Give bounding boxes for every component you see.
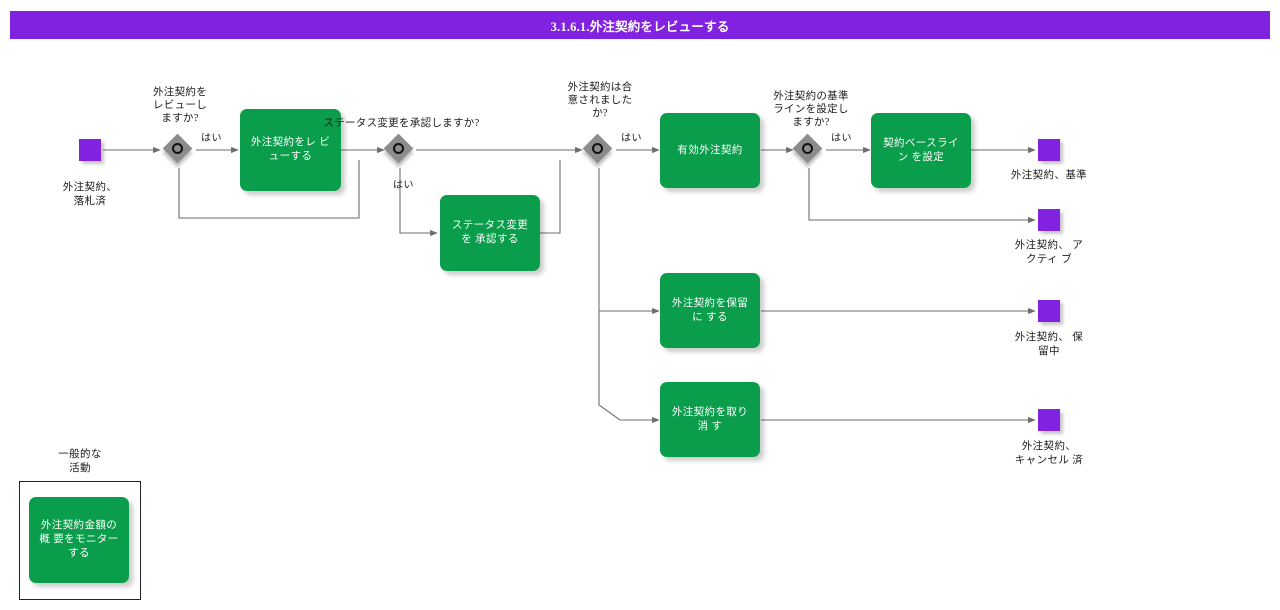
edge-label-agreed-yes: はい <box>621 133 642 144</box>
end-node-contract-baseline[interactable] <box>1038 139 1060 161</box>
page-title: 3.1.6.1.外注契約をレビューする <box>550 19 730 34</box>
activity-cancel-contract-label: 外注契約を取り消 す <box>671 406 749 432</box>
start-node-contract-awarded[interactable] <box>79 139 101 161</box>
edge-label-approve-status-yes: はい <box>393 180 414 191</box>
activity-monitor-contract-amount[interactable]: 外注契約金額の概 要をモニターする <box>29 497 129 583</box>
edge-approve-decision-yes <box>399 168 438 237</box>
page-title-bar: 3.1.6.1.外注契約をレビューする <box>10 11 1270 39</box>
activity-hold-contract-label: 外注契約を保留に する <box>671 297 749 323</box>
end-node-contract-hold[interactable] <box>1038 300 1060 322</box>
activity-review-contract[interactable]: 外注契約をレ ビューする <box>240 109 341 191</box>
activity-approve-status-change-label: ステータス変更を 承認する <box>451 220 529 245</box>
activity-active-contract-label: 有効外注契約 <box>677 144 743 156</box>
decision-agreed[interactable] <box>582 133 614 165</box>
generic-activities-title: 一般的な 活動 <box>58 449 102 474</box>
decision-review[interactable] <box>162 133 194 165</box>
decision-agreed-question: 外注契約は合 意されました か? <box>567 82 633 119</box>
activity-monitor-contract-amount-label: 外注契約金額の概 要をモニターする <box>39 520 119 559</box>
decision-approve-status[interactable] <box>383 133 415 165</box>
end-node-contract-cancelled-label: 外注契約、 キャンセル 済 <box>1014 441 1084 466</box>
edge-agreed-to-cancel <box>598 311 660 424</box>
decision-approve-status-question: ステータス変更を承認しますか? <box>323 118 480 129</box>
activity-set-baseline-label: 契約ベースライン を設定 <box>883 137 959 163</box>
start-node-label: 外注契約、 落札済 <box>62 182 118 207</box>
end-node-contract-active[interactable] <box>1038 209 1060 231</box>
end-node-contract-cancelled[interactable] <box>1038 409 1060 431</box>
edge-agreed-to-hold <box>598 168 660 315</box>
decision-baseline-question: 外注契約の基準 ラインを設定し ますか? <box>773 91 849 128</box>
decision-ring-icon <box>172 143 183 154</box>
decision-baseline[interactable] <box>792 133 824 165</box>
end-node-contract-hold-label: 外注契約、 保 留中 <box>1014 332 1084 357</box>
decision-review-question: 外注契約を レビューし ますか? <box>153 87 207 124</box>
activity-approve-status-change[interactable]: ステータス変更を 承認する <box>440 195 540 271</box>
end-node-contract-active-label: 外注契約、 ア クティ ブ <box>1014 240 1084 265</box>
activity-active-contract[interactable]: 有効外注契約 <box>660 113 760 188</box>
activity-hold-contract[interactable]: 外注契約を保留に する <box>660 273 760 348</box>
activity-review-contract-label: 外注契約をレ ビューする <box>250 137 331 162</box>
edge-label-review-yes: はい <box>201 133 222 144</box>
decision-ring-icon <box>592 143 603 154</box>
decision-ring-icon <box>393 143 404 154</box>
decision-ring-icon <box>802 143 813 154</box>
end-node-contract-baseline-label: 外注契約、基準 <box>1010 170 1088 181</box>
edge-label-baseline-yes: はい <box>831 133 852 144</box>
activity-cancel-contract[interactable]: 外注契約を取り消 す <box>660 382 760 457</box>
edge-approve-activity-return <box>539 160 561 234</box>
activity-set-baseline[interactable]: 契約ベースライン を設定 <box>871 113 971 188</box>
